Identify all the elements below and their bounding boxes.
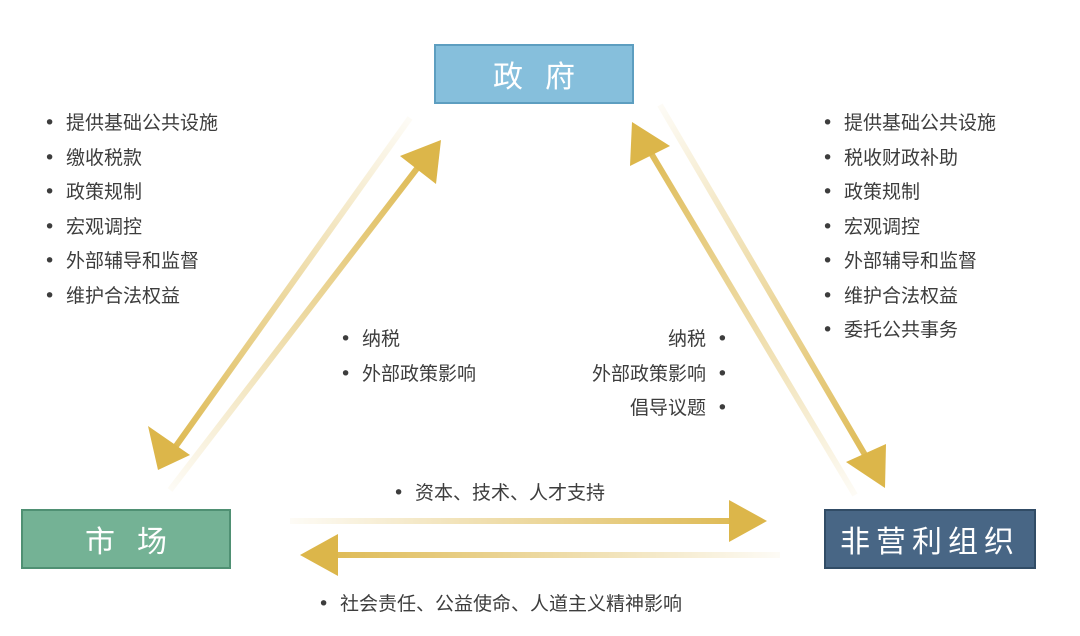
- list-item: 纳税: [340, 322, 476, 357]
- market-node: 市场: [21, 509, 231, 569]
- list-item: 委托公共事务: [822, 313, 996, 348]
- list-item: 缴收税款: [44, 141, 218, 176]
- list-item: 维护合法权益: [822, 279, 996, 314]
- list-item: 外部辅导和监督: [44, 244, 218, 279]
- list-item: 宏观调控: [44, 210, 218, 245]
- list-item: 宏观调控: [822, 210, 996, 245]
- market-to-gov-list: 纳税 外部政策影响: [340, 322, 476, 391]
- arrow-gov-to-nonprofit: [657, 103, 886, 488]
- list-item: 外部政策影响: [340, 357, 476, 392]
- list-item: 维护合法权益: [44, 279, 218, 314]
- list-item: 提供基础公共设施: [822, 106, 996, 141]
- gov-to-market-list: 提供基础公共设施 缴收税款 政策规制 宏观调控 外部辅导和监督 维护合法权益: [44, 106, 218, 313]
- arrow-nonprofit-to-market: [300, 534, 780, 576]
- list-item: 纳税: [592, 322, 728, 357]
- list-item: 倡导议题: [592, 391, 728, 426]
- list-item: 税收财政补助: [822, 141, 996, 176]
- market-to-nonprofit-label: 资本、技术、人才支持: [393, 478, 605, 505]
- nonprofit-to-market-label: 社会责任、公益使命、人道主义精神影响: [318, 589, 682, 616]
- list-item: 外部政策影响: [592, 357, 728, 392]
- list-item: 提供基础公共设施: [44, 106, 218, 141]
- arrow-nonprofit-to-gov: [630, 122, 858, 497]
- government-node: 政府: [434, 44, 634, 104]
- nonprofit-node: 非营利组织: [824, 509, 1036, 569]
- arrow-gov-to-market: [148, 116, 413, 470]
- list-item: 外部辅导和监督: [822, 244, 996, 279]
- nonprofit-to-gov-list: 纳税 外部政策影响 倡导议题: [592, 322, 728, 426]
- arrow-market-to-gov: [167, 140, 441, 492]
- gov-to-nonprofit-list: 提供基础公共设施 税收财政补助 政策规制 宏观调控 外部辅导和监督 维护合法权益…: [822, 106, 996, 348]
- list-item: 政策规制: [822, 175, 996, 210]
- arrow-market-to-nonprofit: [290, 500, 767, 542]
- list-item: 政策规制: [44, 175, 218, 210]
